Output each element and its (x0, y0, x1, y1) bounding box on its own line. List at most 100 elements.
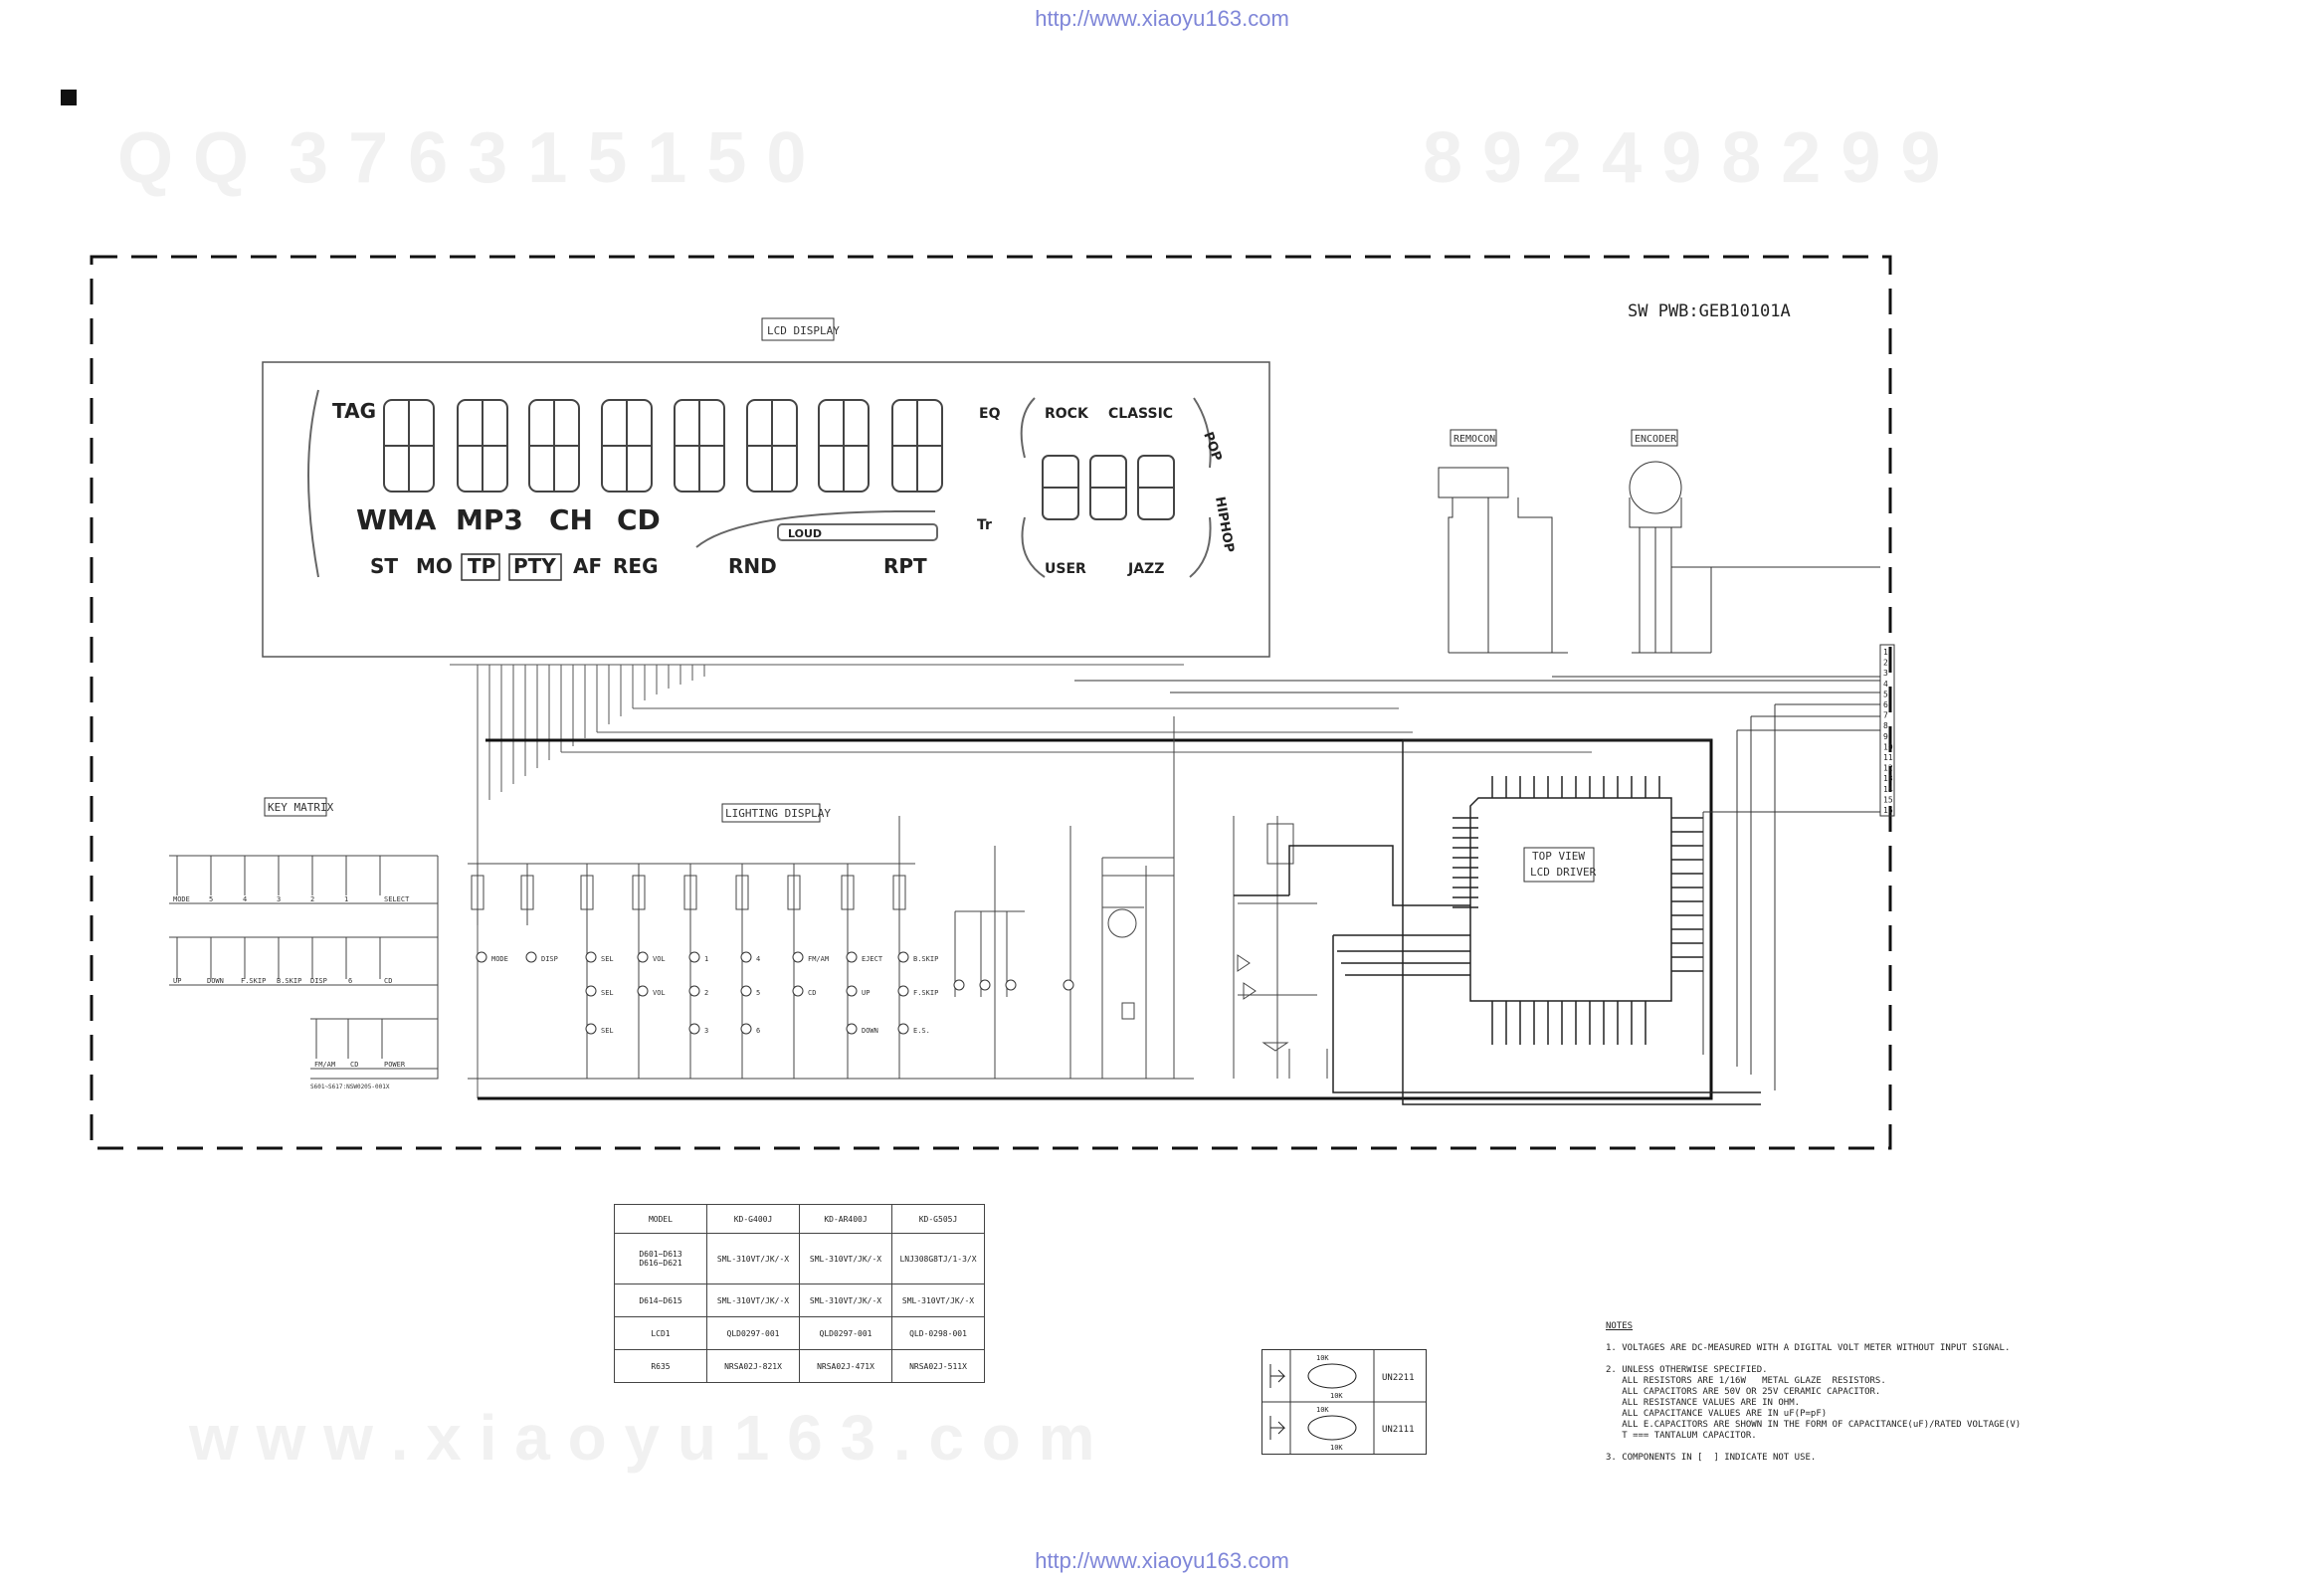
lcd-driver-ic (1234, 739, 1761, 1105)
led-b-skip: B.SKIP (913, 955, 938, 963)
key-cd-2: CD (350, 1061, 358, 1069)
lcd-tag: TAG (332, 399, 376, 423)
notes-block: NOTES 1. VOLTAGES ARE DC-MEASURED WITH A… (1606, 1321, 2021, 1464)
watermark-bottom: w w w . x i a o y u 1 6 3 . c o m (189, 1402, 1095, 1474)
led-6: 6 (756, 1027, 760, 1035)
variants-header-model: MODEL (614, 1204, 707, 1234)
key-6: 6 (348, 977, 352, 985)
led-vol-1: VOL (653, 955, 666, 963)
lcd-format-cd: CD (617, 503, 661, 536)
table-cell: SML-310VT/JK/-X (706, 1284, 800, 1317)
remocon-encoder-circuits (1074, 461, 1881, 1090)
lcd-display-label: LCD DISPLAY (767, 324, 840, 337)
note-1: 1. VOLTAGES ARE DC-MEASURED WITH A DIGIT… (1606, 1343, 2011, 1353)
watermark-qq-left: Q Q 3 7 6 3 1 5 1 5 0 (117, 118, 807, 198)
table-cell: QLD0297-001 (799, 1316, 892, 1350)
ground-trace (478, 738, 1713, 1100)
led-cd: CD (808, 989, 816, 997)
table-cell: LNJ308G8TJ/1-3/X (891, 1233, 985, 1284)
lcd-eq-jazz: JAZZ (1127, 561, 1164, 577)
lcd-format-ch: CH (549, 503, 593, 536)
lcd-ind-rpt: RPT (883, 554, 927, 578)
variants-header-kd-ar400j: KD-AR400J (799, 1204, 892, 1234)
table-cell: D601~D613 D616~D621 (614, 1233, 707, 1284)
variants-header-kd-g400j: KD-G400J (706, 1204, 800, 1234)
key-part-note: S601~S617:NSW0205-001X (310, 1084, 390, 1090)
key-5: 5 (209, 895, 213, 903)
connector-pin-15: 15 (1883, 795, 1893, 804)
table-cell: SML-310VT/JK/-X (706, 1233, 800, 1284)
led-sel-3: SEL (601, 1027, 614, 1035)
table-cell: R635 (614, 1349, 707, 1383)
key-disp: DISP (310, 977, 327, 985)
table-cell: D614~D615 (614, 1284, 707, 1317)
footer-url[interactable]: http://www.xiaoyu163.com (1035, 1548, 1289, 1573)
tr2-part: UN2111 (1382, 1425, 1415, 1435)
table-cell: LCD1 (614, 1316, 707, 1350)
lcd-ind-pty: PTY (513, 554, 556, 578)
led-sel-1: SEL (601, 955, 614, 963)
key-power: POWER (384, 1061, 406, 1069)
driver-line2: LCD DRIVER (1530, 866, 1597, 879)
driver-label-box (1523, 847, 1595, 883)
connector-pin-5: 5 (1883, 690, 1888, 698)
key-3: 3 (277, 895, 281, 903)
led-mode: MODE (491, 955, 508, 963)
table-cell: SML-310VT/JK/-X (799, 1233, 892, 1284)
tr2-r1: 10K (1316, 1406, 1329, 1414)
tr1-part: UN2211 (1382, 1373, 1415, 1383)
transistor-legend: 10K 10K 10K 10K UN2211 UN2111 (1261, 1349, 1427, 1455)
lcd-ind-rnd: RND (728, 554, 777, 578)
connector-pin-13: 13 (1883, 774, 1893, 783)
lcd-eq-hiphop: HIPHOP (1212, 495, 1237, 553)
table-cell: NRSA02J-471X (799, 1349, 892, 1383)
board-title: SW PWB:GEB10101A (1628, 301, 1791, 321)
connector-pin-2: 2 (1883, 659, 1888, 668)
table-cell: NRSA02J-511X (891, 1349, 985, 1383)
led-down: DOWN (862, 1027, 878, 1035)
connector-cn (1879, 644, 1895, 817)
tr1-r1: 10K (1316, 1354, 1329, 1362)
led-fm-am: FM/AM (808, 955, 829, 963)
connector-pin-3: 3 (1883, 669, 1888, 678)
lcd-eq-user: USER (1045, 561, 1086, 577)
lighting-network (468, 716, 1328, 1080)
key-select: SELECT (384, 895, 410, 903)
key-matrix-switches (169, 855, 439, 1080)
lcd-eq-classic: CLASSIC (1108, 406, 1173, 422)
note-3: 3. COMPONENTS IN [ ] INDICATE NOT USE. (1606, 1453, 1817, 1463)
connector-pin-4: 4 (1883, 680, 1888, 689)
led-4: 4 (756, 955, 760, 963)
connector-pin-6: 6 (1883, 700, 1888, 709)
connector-pin-7: 7 (1883, 711, 1888, 720)
variants-header-kd-g505j: KD-G505J (891, 1204, 985, 1234)
table-cell: SML-310VT/JK/-X (891, 1284, 985, 1317)
led-sel-2: SEL (601, 989, 614, 997)
connector-pin-1: 1 (1883, 648, 1888, 657)
lcd-ind-mo: MO (416, 554, 453, 578)
led-es: E.S. (913, 1027, 930, 1035)
led-f-skip: F.SKIP (913, 989, 938, 997)
tr1-r2: 10K (1330, 1392, 1343, 1400)
led-2: 2 (704, 989, 708, 997)
key-f-skip: F.SKIP (241, 977, 266, 985)
transistor-legend-graphic: 10K 10K 10K 10K UN2211 UN2111 (1262, 1350, 1426, 1454)
lcd-ind-af: AF (573, 554, 602, 578)
board-outline (90, 255, 1892, 1150)
section-marker (61, 90, 77, 105)
key-fm-am: FM/AM (314, 1061, 335, 1069)
header-url[interactable]: http://www.xiaoyu163.com (1035, 6, 1289, 31)
led-circles (476, 951, 1074, 1035)
led-up: UP (862, 989, 870, 997)
led-3: 3 (704, 1027, 708, 1035)
table-cell: SML-310VT/JK/-X (799, 1284, 892, 1317)
table-cell: NRSA02J-821X (706, 1349, 800, 1383)
lighting-display-label: LIGHTING DISPLAY (725, 807, 831, 820)
lcd-format-wma: WMA (356, 503, 437, 536)
lcd-eq-label: EQ (979, 406, 1001, 422)
lcd-digits (383, 399, 1175, 520)
lcd-eq-rock: ROCK (1045, 406, 1089, 422)
lcd-panel (262, 361, 1270, 658)
